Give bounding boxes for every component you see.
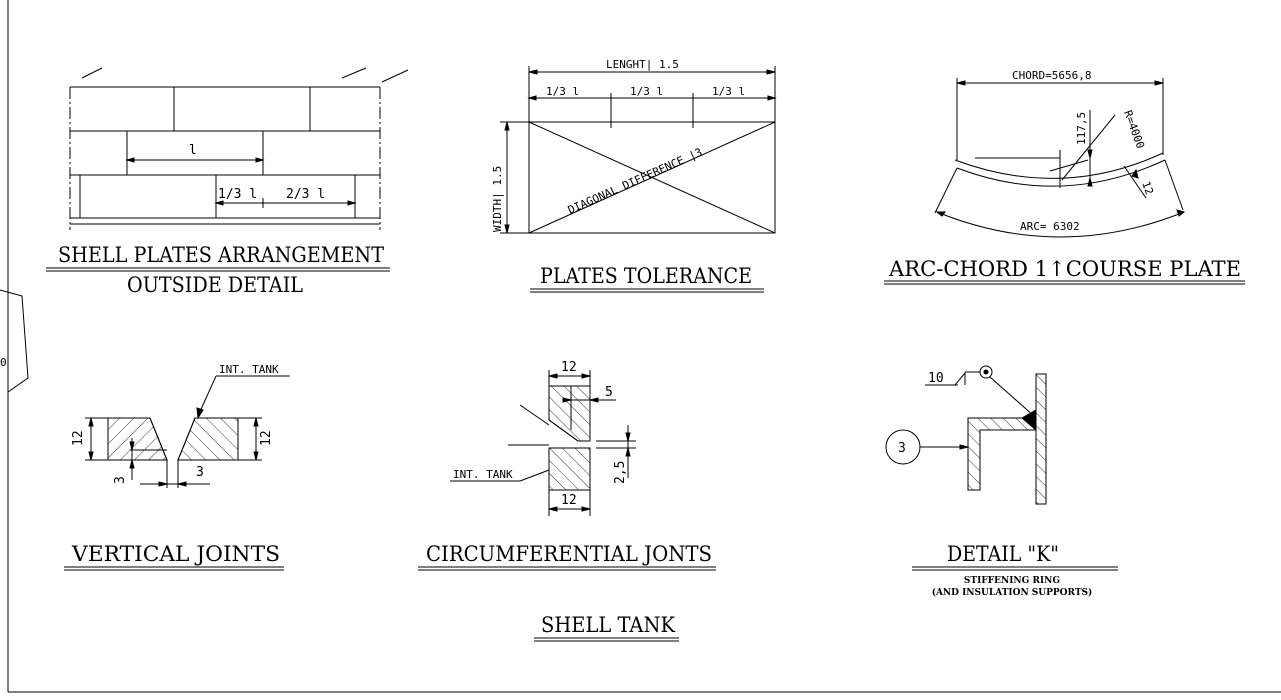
arc-radius-label: R=4000 bbox=[1121, 109, 1147, 151]
shell-dim-l: l bbox=[189, 143, 197, 158]
plates-tolerance-diagram bbox=[500, 66, 777, 234]
detail-k-subtitle2: (AND INSULATION SUPPORTS) bbox=[932, 587, 1093, 598]
shell-plates-subtitle: OUTSIDE DETAIL bbox=[127, 273, 303, 297]
main-title: SHELL TANK bbox=[541, 613, 675, 637]
vertical-dim-3-left: 3 bbox=[113, 476, 128, 484]
edge-fragment-text: 0 bbox=[0, 356, 7, 369]
detail-k-subtitle1: STIFFENING RING bbox=[964, 576, 1060, 586]
vertical-tank-label: INT. TANK bbox=[219, 363, 279, 376]
vertical-dim-3-bottom: 3 bbox=[196, 465, 204, 480]
arc-chord-diagram bbox=[934, 78, 1186, 238]
vertical-joints-title: VERTICAL JOINTS bbox=[71, 542, 280, 566]
circ-joints-title: CIRCUMFERENTIAL JONTS bbox=[426, 542, 712, 566]
shell-dim-third: 1/3 l bbox=[218, 187, 257, 202]
tolerance-third-3: 1/3 l bbox=[712, 85, 745, 98]
tolerance-width-label: WIDTH| 1.5 bbox=[491, 166, 504, 232]
shell-plates-diagram bbox=[69, 67, 409, 230]
circ-dim-12-bottom: 12 bbox=[561, 493, 577, 508]
arc-arc-label: ARC= 6302 bbox=[1020, 220, 1080, 233]
detail-k-diagram bbox=[885, 365, 1047, 505]
circ-dim-5: 5 bbox=[605, 385, 613, 400]
tolerance-third-1: 1/3 l bbox=[546, 85, 579, 98]
plates-tolerance-title: PLATES TOLERANCE bbox=[540, 264, 752, 288]
edge-fragment-shape bbox=[0, 289, 29, 393]
tolerance-length-label: LENGHT| 1.5 bbox=[606, 58, 679, 71]
detail-k-title: DETAIL "K" bbox=[947, 542, 1059, 566]
arc-thickness-label: 12 bbox=[1139, 180, 1156, 197]
tolerance-diagonal-label: DIAGONAL DIFFERENCE |3 bbox=[566, 146, 704, 217]
vertical-dim-12-left: 12 bbox=[71, 430, 86, 446]
detail-k-weld-size: 10 bbox=[928, 371, 944, 386]
shell-plates-title: SHELL PLATES ARRANGEMENT bbox=[58, 243, 384, 267]
circ-dim-12-top: 12 bbox=[561, 360, 577, 375]
vertical-dim-12-right: 12 bbox=[259, 430, 274, 446]
circ-dim-25: 2,5 bbox=[613, 461, 628, 484]
arc-chord-label: CHORD=5656,8 bbox=[1012, 69, 1091, 82]
arc-chord-title: ARC-CHORD 1↑COURSE PLATE bbox=[888, 257, 1241, 281]
tolerance-third-2: 1/3 l bbox=[630, 85, 663, 98]
shell-dim-two-thirds: 2/3 l bbox=[286, 187, 325, 202]
circ-tank-label: INT. TANK bbox=[453, 468, 513, 481]
detail-k-balloon-label: 3 bbox=[898, 441, 906, 456]
arc-sagitta-label: 117,5 bbox=[1075, 112, 1088, 145]
vertical-joints-diagram bbox=[85, 375, 290, 488]
circ-joints-diagram bbox=[450, 370, 636, 516]
